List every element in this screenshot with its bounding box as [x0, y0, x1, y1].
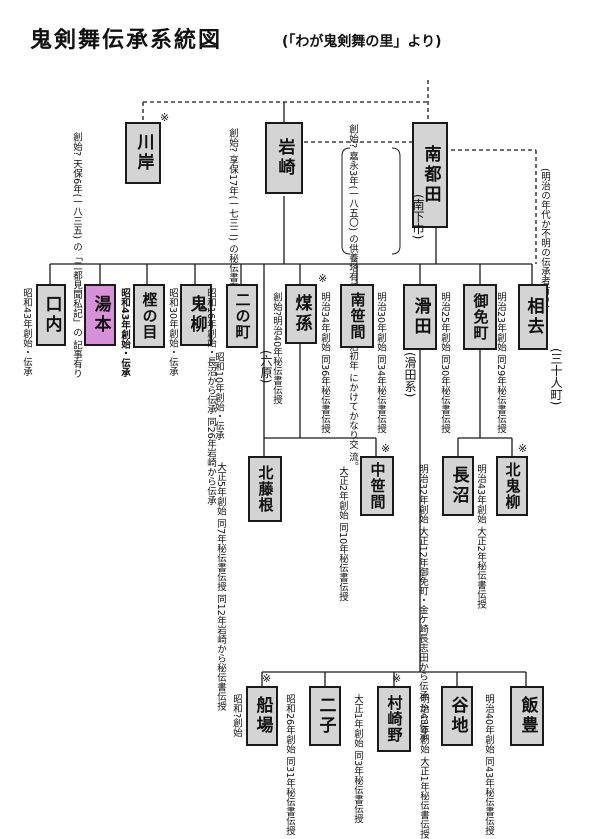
node-namerita: 滑田	[403, 284, 437, 350]
node-label: 船場	[252, 696, 273, 736]
note-iitoyo: 明治40年創始 同43年秘伝書伝授	[483, 694, 494, 836]
node-naganuma: 長沼	[442, 456, 474, 516]
node-minamisasama: 南笹間	[340, 284, 374, 348]
node-label: 滑田	[410, 297, 431, 337]
alt-aisari: (三十人町)	[549, 348, 563, 406]
bracket	[341, 147, 351, 255]
node-label: 川岸	[133, 133, 154, 173]
node-label: 湯本	[90, 295, 111, 335]
side-note: (明治の年代か不明の伝承者有り)	[539, 168, 550, 309]
node-label: 北藤根	[256, 465, 275, 513]
node-aisari: 相去	[518, 284, 548, 350]
alt-minamitsuda: (南下巾)	[411, 194, 425, 240]
note-minamisasama: 明治34年創始 同36年秘伝書伝授	[319, 292, 330, 434]
node-kitaoniyanagi: 北鬼柳	[496, 456, 528, 516]
note-nakasasama: 大正2年創始 同10年秘伝書伝授	[337, 466, 348, 602]
node-baison: 煤孫	[285, 284, 317, 344]
note-ninomachi: 昭和10年創始・伝承	[213, 352, 224, 441]
note-gomenmachi: 明治25年創始 同30年秘伝書伝授	[439, 292, 450, 434]
node-kitafujine: 北藤根	[248, 456, 282, 522]
mark-baison: ※	[318, 272, 328, 285]
note-yumoto: 昭和43年創始・伝承	[119, 288, 130, 378]
node-kawagishi: 川岸	[125, 122, 161, 184]
node-futago: 二子	[309, 686, 341, 746]
mark-murasakino: ※	[392, 672, 402, 685]
mark-kawagishi: ※	[160, 111, 170, 124]
note-minamitsuda: 創始? 嘉永3年(一八五〇) の供養塔有り 幕末から明治初年 にかけてかなり交 …	[347, 124, 358, 472]
node-label: 中笹間	[368, 462, 387, 510]
diagram-subtitle: (「わが鬼剣舞の里」より)	[282, 34, 442, 50]
mark-funaba: ※	[262, 672, 272, 685]
note-iwasaki: 創始? 享保17年(一七三二) の秘伝書有り	[227, 128, 238, 302]
node-murasakino: 村崎野	[377, 686, 411, 752]
node-label: 御免町	[471, 293, 490, 341]
note-funaba: 昭和?創始	[231, 694, 242, 738]
node-iitoyo: 飯豊	[510, 686, 544, 746]
note-namerita: 明治30年創始 同34年秘伝書伝授	[375, 292, 386, 434]
node-iwasaki: 岩崎	[265, 122, 303, 194]
note-kawagishi: 創始? 天保6年(一八三五) の「二都見聞私記」の 記事有り	[71, 132, 82, 379]
node-label: 北鬼柳	[503, 462, 522, 510]
node-label: 岩崎	[274, 138, 295, 178]
note-kashinome: 昭和30年創始・伝承	[167, 288, 178, 377]
note-kitafujine: 大正5年創始 同7年秘伝書伝授 同12年岩崎から秘伝書伝授	[215, 462, 226, 711]
node-label: 飯豊	[517, 696, 538, 736]
node-yachi: 谷地	[441, 686, 473, 746]
note-oniyanagi: 昭和16年創始・長沼から伝承 同26年岩崎から伝承	[205, 288, 216, 506]
node-kashinome: 㭴の目	[133, 284, 165, 348]
node-ninomachi: 二の町	[226, 284, 258, 348]
node-label: 㭴の目	[140, 292, 159, 340]
node-label: 煤孫	[291, 294, 312, 334]
node-yumoto: 湯本	[84, 284, 116, 346]
node-label: 南都田	[420, 145, 441, 205]
node-funaba: 船場	[246, 686, 278, 746]
node-label: 二の町	[233, 292, 252, 340]
node-label: 口内	[41, 295, 62, 335]
note-futago: 昭和26年創始 同31年秘伝書伝授	[284, 694, 295, 836]
note-baison: 創始?明治40年秘伝書伝授	[271, 292, 282, 405]
node-oniyanagi: 鬼柳	[180, 284, 212, 346]
node-label: 相去	[523, 297, 544, 337]
diagram-title: 鬼剣舞伝承系統図	[30, 28, 223, 53]
note-kitaoniyanagi: 明治43年創始 大正2年秘伝書伝授	[475, 464, 486, 609]
node-gomenmachi: 御免町	[463, 284, 497, 350]
note-kuchiuchi: 昭和43年創始・伝承	[21, 288, 32, 377]
alt-namerita: (滑田系)	[403, 352, 417, 398]
mark-nakasasama: ※	[381, 442, 391, 455]
mark-kitaoniyanagi: ※	[518, 442, 528, 455]
node-label: 鬼柳	[186, 295, 207, 335]
node-label: 谷地	[447, 696, 468, 736]
node-nakasasama: 中笹間	[360, 456, 394, 516]
note-yachi: 明治43年創始 大正1年秘伝書伝授	[418, 694, 429, 839]
node-label: 南笹間	[348, 292, 367, 340]
node-label: 二子	[315, 696, 336, 736]
node-label: 村崎野	[385, 695, 404, 743]
note-aisari: 明治23年創始 同29年秘伝書伝授	[495, 292, 506, 434]
node-minamitsuda: 南都田	[412, 122, 448, 228]
bracket	[391, 147, 401, 255]
node-label: 長沼	[448, 466, 469, 506]
alt-ninomachi: (六原)	[259, 350, 273, 384]
note-naganuma: 明治32年創始 大正12年御免町・金ケ崎長志田から伝承 から伝承	[417, 464, 428, 742]
node-kuchiuchi: 口内	[36, 284, 66, 346]
note-murasakino: 大正1年創始 同3年秘伝書伝授	[352, 694, 363, 824]
